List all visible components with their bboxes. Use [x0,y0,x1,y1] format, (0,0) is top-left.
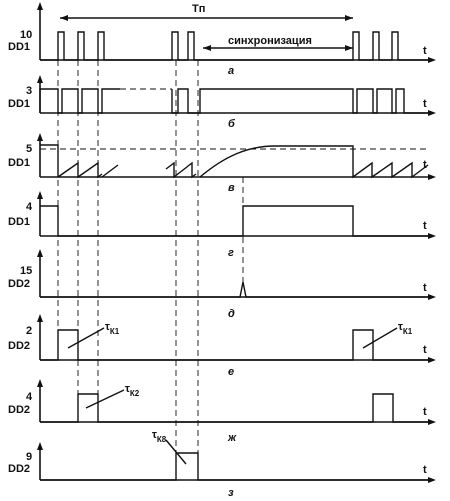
t-label: t [423,406,427,418]
row-letter: з [228,487,234,499]
level-label: 5 [26,143,32,155]
row-a: 10 DD1 t а [8,2,436,77]
chip-label: DD1 [8,216,30,228]
t-label: t [423,282,427,294]
chip-label: DD2 [8,404,30,416]
tau-k2-label: τК2 [125,383,140,398]
row-z: 9 DD2 t з τК8 [8,429,436,499]
row-e: 2 DD2 t е τК1 τК1 [8,314,436,378]
row-letter: д [228,308,235,320]
sync-label: синхронизация [228,35,312,47]
row-zh: 4 DD2 t ж τК2 [8,379,436,444]
chip-label: DD1 [8,41,30,53]
level-label: 10 [20,29,32,41]
row-letter: г [228,247,234,259]
row-letter: ж [227,432,237,444]
chip-label: DD1 [8,98,30,110]
row-letter: б [228,118,236,130]
level-label: 3 [26,85,32,97]
sync-annotation: синхронизация [203,35,353,51]
row-v: 5 DD1 t в [8,133,436,194]
tau-k8-label: τК8 [152,429,167,444]
chip-label: DD1 [8,157,30,169]
chip-label: DD2 [8,278,30,290]
tau-k1-label: τК1 [105,321,120,336]
t-label: t [423,464,427,476]
chip-label: DD2 [8,463,30,475]
level-label: 4 [26,391,33,403]
row-d: 15 DD2 t д [8,249,436,320]
t-label: t [423,98,427,110]
level-label: 9 [26,451,32,463]
row-b: 3 DD1 t б [8,75,436,130]
period-label: Tп [192,3,205,15]
level-label: 15 [20,265,32,277]
chip-label: DD2 [8,340,30,352]
row-g: 4 DD1 t г [8,191,436,259]
tau-k1-label: τК1 [398,321,413,336]
period-annotation: Tп [60,3,353,21]
t-label: t [423,159,427,171]
row-letter: е [228,366,234,378]
t-label: t [423,220,427,232]
level-label: 4 [26,201,33,213]
alignment-guides [57,60,244,453]
t-label: t [423,344,427,356]
t-label: t [423,45,427,57]
row-letter: а [228,65,234,77]
row-letter: в [228,182,235,194]
level-label: 2 [26,325,32,337]
